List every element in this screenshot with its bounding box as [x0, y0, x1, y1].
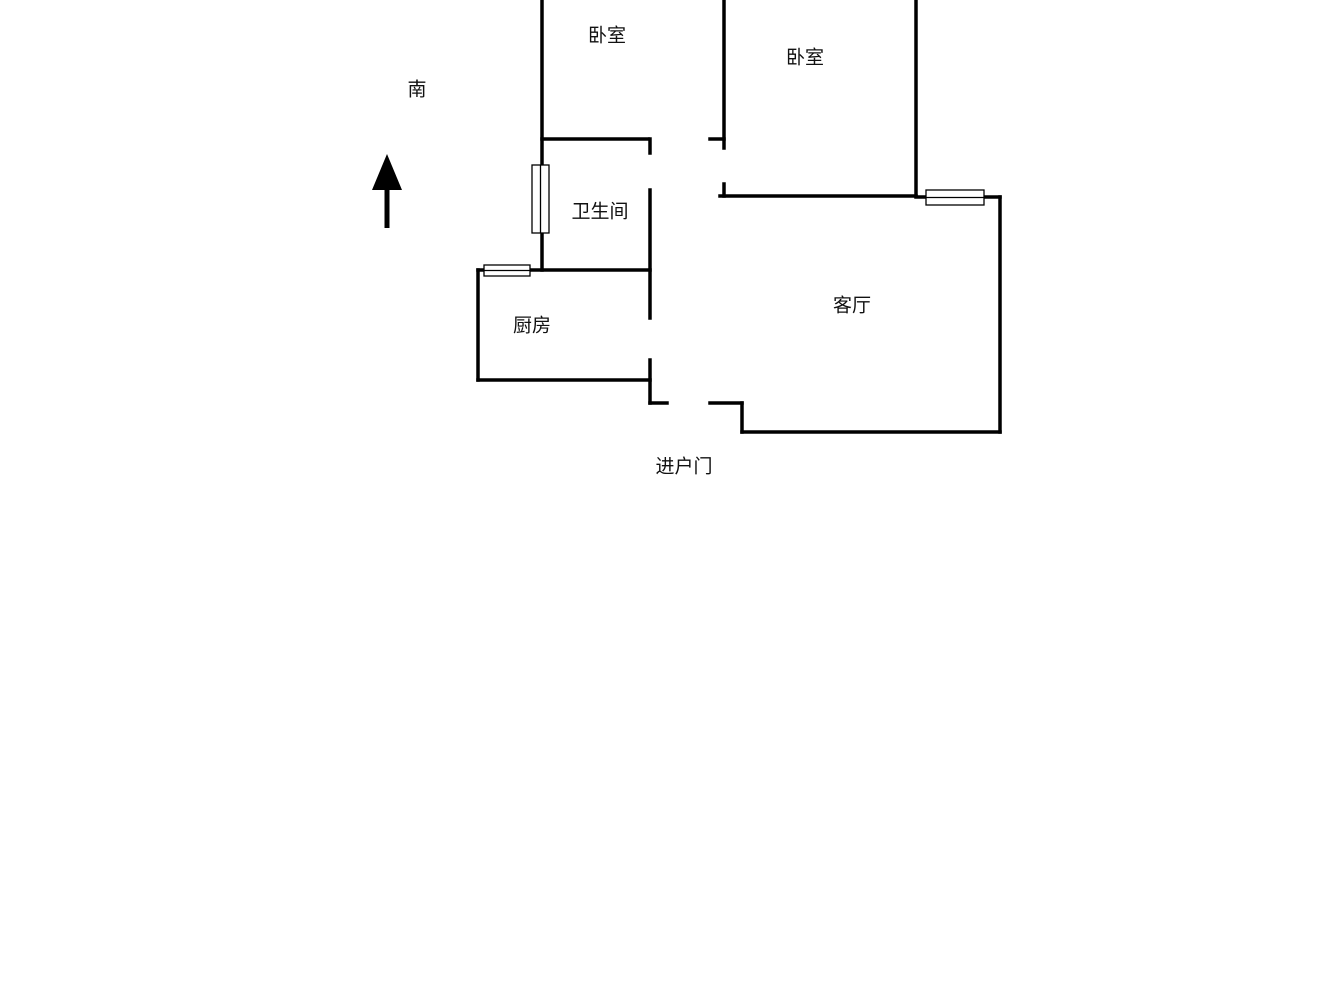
- window-bathroom: [531, 164, 550, 234]
- room-label-kitchen: 厨房: [512, 314, 552, 337]
- room-label-bathroom: 卫生间: [571, 200, 629, 223]
- window-kitchen: [483, 264, 531, 277]
- north-arrow-icon: [372, 154, 402, 228]
- room-label-bedroom-2: 卧室: [785, 46, 825, 69]
- entrance-label: 进户门: [655, 455, 713, 478]
- window-living-room: [925, 189, 985, 206]
- room-label-bedroom-1: 卧室: [587, 24, 627, 47]
- compass-label: 南: [407, 78, 427, 101]
- room-label-living-room: 客厅: [832, 294, 872, 317]
- walls: [476, 0, 1002, 434]
